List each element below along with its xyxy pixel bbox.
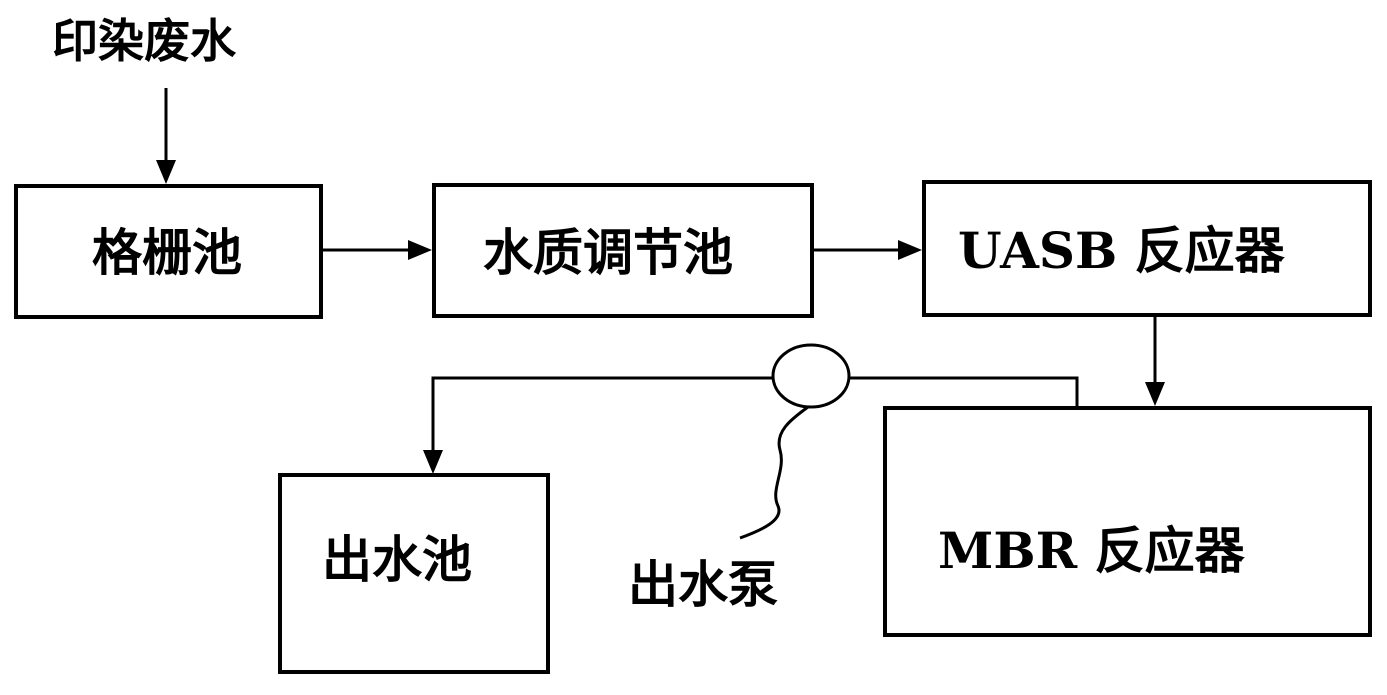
uasb-reactor-box xyxy=(922,180,1372,317)
pipe-mbr-to-pump xyxy=(850,376,1079,408)
pump-label: 出水泵 xyxy=(628,556,778,614)
outlet-tank-box xyxy=(278,473,550,674)
screen-tank-box xyxy=(14,184,323,319)
mbr-reactor-label: MBR 反应器 xyxy=(938,521,1245,580)
uasb-reactor-label: UASB 反应器 xyxy=(958,221,1285,280)
source-label: 印染废水 xyxy=(52,14,236,68)
screen-tank-label: 格栅池 xyxy=(92,224,242,282)
equalization-tank-label: 水质调节池 xyxy=(483,224,733,282)
pipe-pump-to-outlet xyxy=(431,376,772,455)
mbr-reactor-box xyxy=(883,406,1372,637)
pump-symbol xyxy=(771,343,851,409)
pump-leader-line xyxy=(739,405,809,540)
outlet-tank-label: 出水池 xyxy=(322,531,472,589)
equalization-tank-box xyxy=(432,183,814,318)
